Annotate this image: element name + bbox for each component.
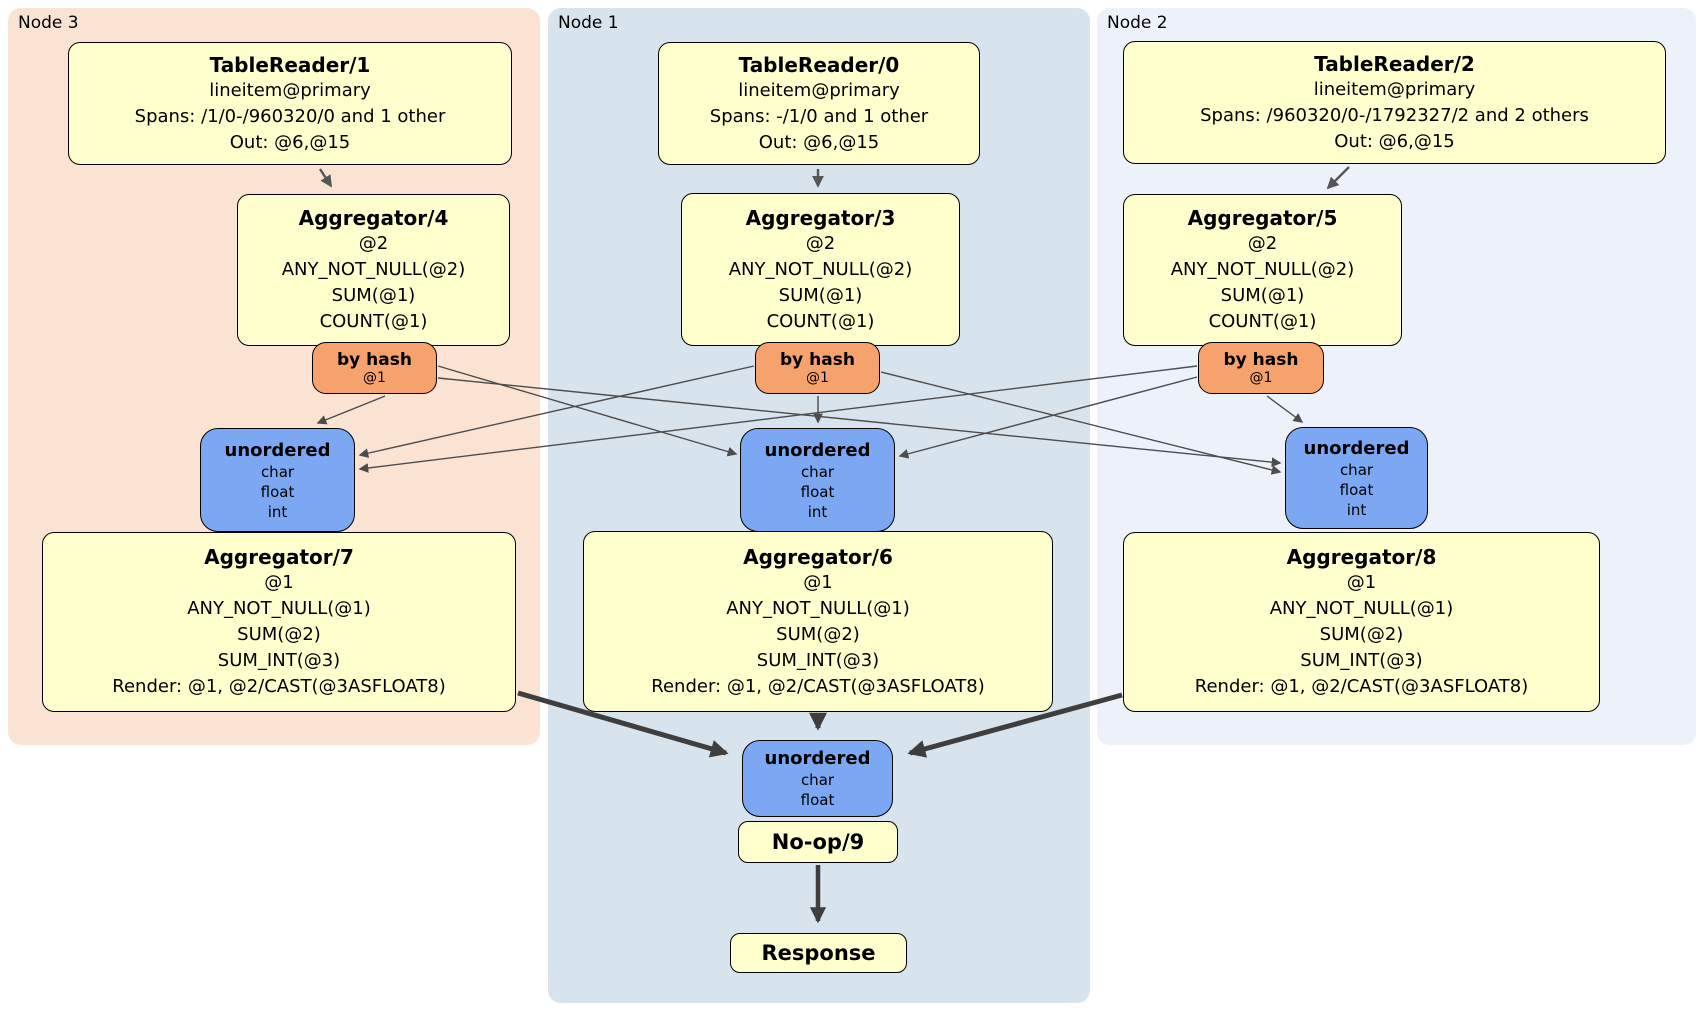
- node-title: Aggregator/6: [743, 544, 893, 569]
- sync-unordered-node3: unordered char float int: [200, 428, 355, 532]
- edge-hash5-sync-node1: [898, 376, 1198, 459]
- edge-hash4-sync-node3: [316, 395, 386, 425]
- edge-tablereader1-aggregator4: [318, 168, 333, 188]
- edge-hash3-sync-node3: [358, 365, 755, 458]
- node2-panel-label: Node 2: [1107, 13, 1168, 33]
- node1-panel-label: Node 1: [558, 13, 619, 33]
- sync-unordered-node2: unordered char float int: [1285, 427, 1428, 529]
- node-title: Aggregator/8: [1286, 545, 1437, 569]
- node-title: TableReader/1: [209, 52, 371, 77]
- node-title: Aggregator/5: [1187, 206, 1338, 230]
- sync-unordered-node1: unordered char float int: [740, 428, 895, 532]
- node-title: TableReader/2: [1314, 51, 1475, 76]
- aggregator-5-node: Aggregator/5 @2 ANY_NOT_NULL(@2) SUM(@1)…: [1123, 194, 1402, 346]
- router-by-hash-node3: by hash @1: [312, 342, 437, 394]
- aggregator-4-node: Aggregator/4 @2 ANY_NOT_NULL(@2) SUM(@1)…: [237, 194, 510, 346]
- aggregator-3-node: Aggregator/3 @2 ANY_NOT_NULL(@2) SUM(@1)…: [681, 193, 960, 346]
- aggregator-7-node: Aggregator/7 @1 ANY_NOT_NULL(@1) SUM(@2)…: [42, 532, 516, 712]
- sync-unordered-final: unordered char float: [742, 740, 893, 817]
- response-node: Response: [730, 933, 907, 973]
- node3-panel-label: Node 3: [18, 13, 79, 33]
- noop-node: No-op/9: [738, 821, 898, 863]
- edge-hash4-sync-node2: [437, 377, 1282, 468]
- aggregator-8-node: Aggregator/8 @1 ANY_NOT_NULL(@1) SUM(@2)…: [1123, 532, 1600, 712]
- edge-hash5-sync-node3: [358, 365, 1198, 473]
- node-title: TableReader/0: [738, 52, 900, 77]
- edge-tablereader2-aggregator5: [1326, 166, 1350, 190]
- node-title: Aggregator/4: [298, 206, 449, 230]
- router-by-hash-node1: by hash @1: [755, 342, 880, 394]
- router-by-hash-node2: by hash @1: [1198, 342, 1324, 394]
- tablereader-2-node: TableReader/2 lineitem@primary Spans: /9…: [1123, 41, 1666, 164]
- edge-hash5-sync-node2: [1266, 395, 1304, 423]
- edge-hash4-sync-node1: [437, 365, 738, 457]
- tablereader-1-node: TableReader/1 lineitem@primary Spans: /1…: [68, 42, 512, 165]
- edge-aggregator7-final-sync: [517, 690, 729, 758]
- edge-hash3-sync-node2: [880, 371, 1282, 475]
- aggregator-6-node: Aggregator/6 @1 ANY_NOT_NULL(@1) SUM(@2)…: [583, 531, 1053, 712]
- node-title: Aggregator/3: [745, 205, 896, 230]
- node-title: Aggregator/7: [204, 545, 354, 569]
- edge-aggregator8-final-sync: [907, 692, 1123, 758]
- tablereader-0-node: TableReader/0 lineitem@primary Spans: -/…: [658, 42, 980, 165]
